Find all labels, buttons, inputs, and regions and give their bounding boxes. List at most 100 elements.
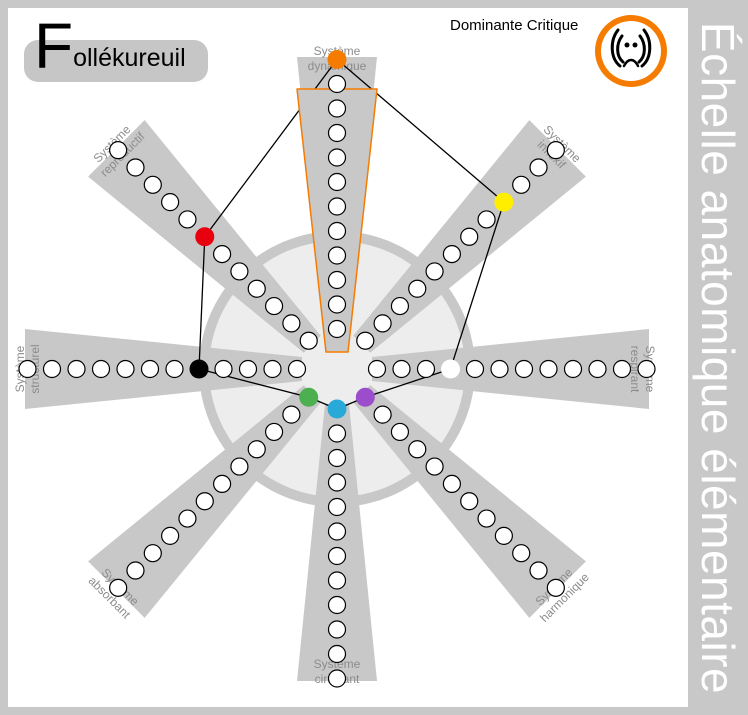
slot-inflexif-3 xyxy=(390,296,410,316)
slot-reproductif-10 xyxy=(143,175,162,194)
slot-harmonique-5 xyxy=(425,457,444,476)
slot-structurel-8 xyxy=(116,359,135,379)
slot-dynamique-8 xyxy=(327,148,347,167)
slot-reproductif-1 xyxy=(299,331,318,350)
slot-respirant-8 xyxy=(539,359,558,379)
arm-respirant xyxy=(372,329,649,409)
marker-dynamique xyxy=(327,50,347,69)
slot-structurel-12 xyxy=(18,359,37,379)
slot-reproductif-12 xyxy=(109,141,128,160)
slot-harmonique-7 xyxy=(460,492,479,511)
slot-absorbant-8 xyxy=(178,509,197,528)
slot-reproductif-6 xyxy=(212,244,232,264)
dominant-critique-emblem-icon xyxy=(595,15,667,87)
slot-structurel-10 xyxy=(67,359,86,379)
arm-structurel xyxy=(25,329,302,409)
slot-circulant-6 xyxy=(327,522,347,541)
slot-reproductif-2 xyxy=(282,314,301,333)
slot-absorbant-11 xyxy=(126,561,145,580)
slot-circulant-7 xyxy=(327,546,347,566)
slot-absorbant-4 xyxy=(247,440,266,459)
marker-harmonique xyxy=(355,387,375,407)
slot-respirant-3 xyxy=(416,359,436,379)
slot-circulant-4 xyxy=(327,473,347,492)
slot-reproductif-3 xyxy=(264,296,284,316)
slot-reproductif-4 xyxy=(247,279,266,298)
slot-harmonique-4 xyxy=(408,440,427,459)
slot-harmonique-8 xyxy=(477,509,496,528)
slot-harmonique-12 xyxy=(546,578,565,597)
slot-dynamique-2 xyxy=(327,295,347,314)
slot-absorbant-2 xyxy=(282,405,301,424)
marker-inflexif xyxy=(494,192,514,212)
slot-structurel-4 xyxy=(214,359,233,379)
slot-dynamique-11 xyxy=(327,74,347,94)
slot-dynamique-1 xyxy=(327,319,347,339)
slot-absorbant-6 xyxy=(212,474,232,494)
slot-structurel-3 xyxy=(238,359,258,379)
slot-inflexif-2 xyxy=(373,314,392,333)
slot-circulant-12 xyxy=(327,669,347,688)
diagram-title: Follékureuil xyxy=(34,14,186,78)
slot-absorbant-10 xyxy=(143,544,162,563)
slot-inflexif-8 xyxy=(477,210,496,229)
slot-harmonique-3 xyxy=(390,422,410,442)
slot-structurel-7 xyxy=(140,359,160,379)
highlight-arm-dynamique xyxy=(296,88,378,353)
marker-respirant xyxy=(441,359,460,379)
arm-circulant xyxy=(297,404,377,681)
slot-dynamique-4 xyxy=(327,246,347,265)
slot-circulant-8 xyxy=(327,571,347,590)
slot-respirant-1 xyxy=(367,359,387,379)
slot-absorbant-7 xyxy=(195,492,214,511)
slot-circulant-3 xyxy=(327,448,347,468)
slot-dynamique-10 xyxy=(327,99,347,118)
slot-dynamique-3 xyxy=(327,270,347,290)
slot-dynamique-7 xyxy=(327,172,347,192)
slot-harmonique-10 xyxy=(512,544,531,563)
slot-harmonique-11 xyxy=(529,561,548,580)
slot-inflexif-5 xyxy=(425,262,444,281)
marker-reproductif xyxy=(195,227,215,247)
slot-inflexif-11 xyxy=(529,158,548,177)
slot-respirant-2 xyxy=(392,359,411,379)
slot-absorbant-9 xyxy=(161,526,180,545)
slot-structurel-9 xyxy=(91,359,111,379)
value-markers xyxy=(189,50,514,419)
slot-inflexif-4 xyxy=(408,279,427,298)
dominant-label: Dominante Critique xyxy=(450,17,579,34)
slot-respirant-5 xyxy=(465,359,485,379)
marker-absorbant xyxy=(299,387,319,407)
slot-inflexif-1 xyxy=(356,331,375,350)
slot-circulant-5 xyxy=(327,497,347,517)
slot-circulant-11 xyxy=(327,644,347,664)
slot-dynamique-6 xyxy=(327,197,347,216)
marker-circulant xyxy=(327,399,347,419)
slot-inflexif-6 xyxy=(442,244,462,264)
slot-absorbant-12 xyxy=(109,578,128,597)
slot-inflexif-10 xyxy=(512,175,531,194)
marker-structurel xyxy=(189,359,209,379)
slot-circulant-9 xyxy=(327,595,347,615)
slot-reproductif-5 xyxy=(230,262,249,281)
title-pill xyxy=(24,40,208,82)
slot-inflexif-12 xyxy=(546,141,565,160)
slot-respirant-12 xyxy=(637,359,656,379)
slot-respirant-11 xyxy=(612,359,632,379)
slot-dynamique-5 xyxy=(327,221,347,241)
side-title: Échelle anatomique élémentaire xyxy=(688,8,748,708)
slot-respirant-9 xyxy=(563,359,583,379)
slot-circulant-10 xyxy=(327,620,347,639)
slot-respirant-6 xyxy=(490,359,509,379)
title-initial: F xyxy=(34,10,74,82)
slot-reproductif-9 xyxy=(161,193,180,212)
slot-structurel-2 xyxy=(263,359,282,379)
slot-harmonique-9 xyxy=(494,526,513,545)
slot-reproductif-11 xyxy=(126,158,145,177)
slot-circulant-2 xyxy=(327,424,347,443)
slot-absorbant-5 xyxy=(230,457,249,476)
slot-respirant-10 xyxy=(588,359,607,379)
slot-harmonique-6 xyxy=(442,474,462,494)
